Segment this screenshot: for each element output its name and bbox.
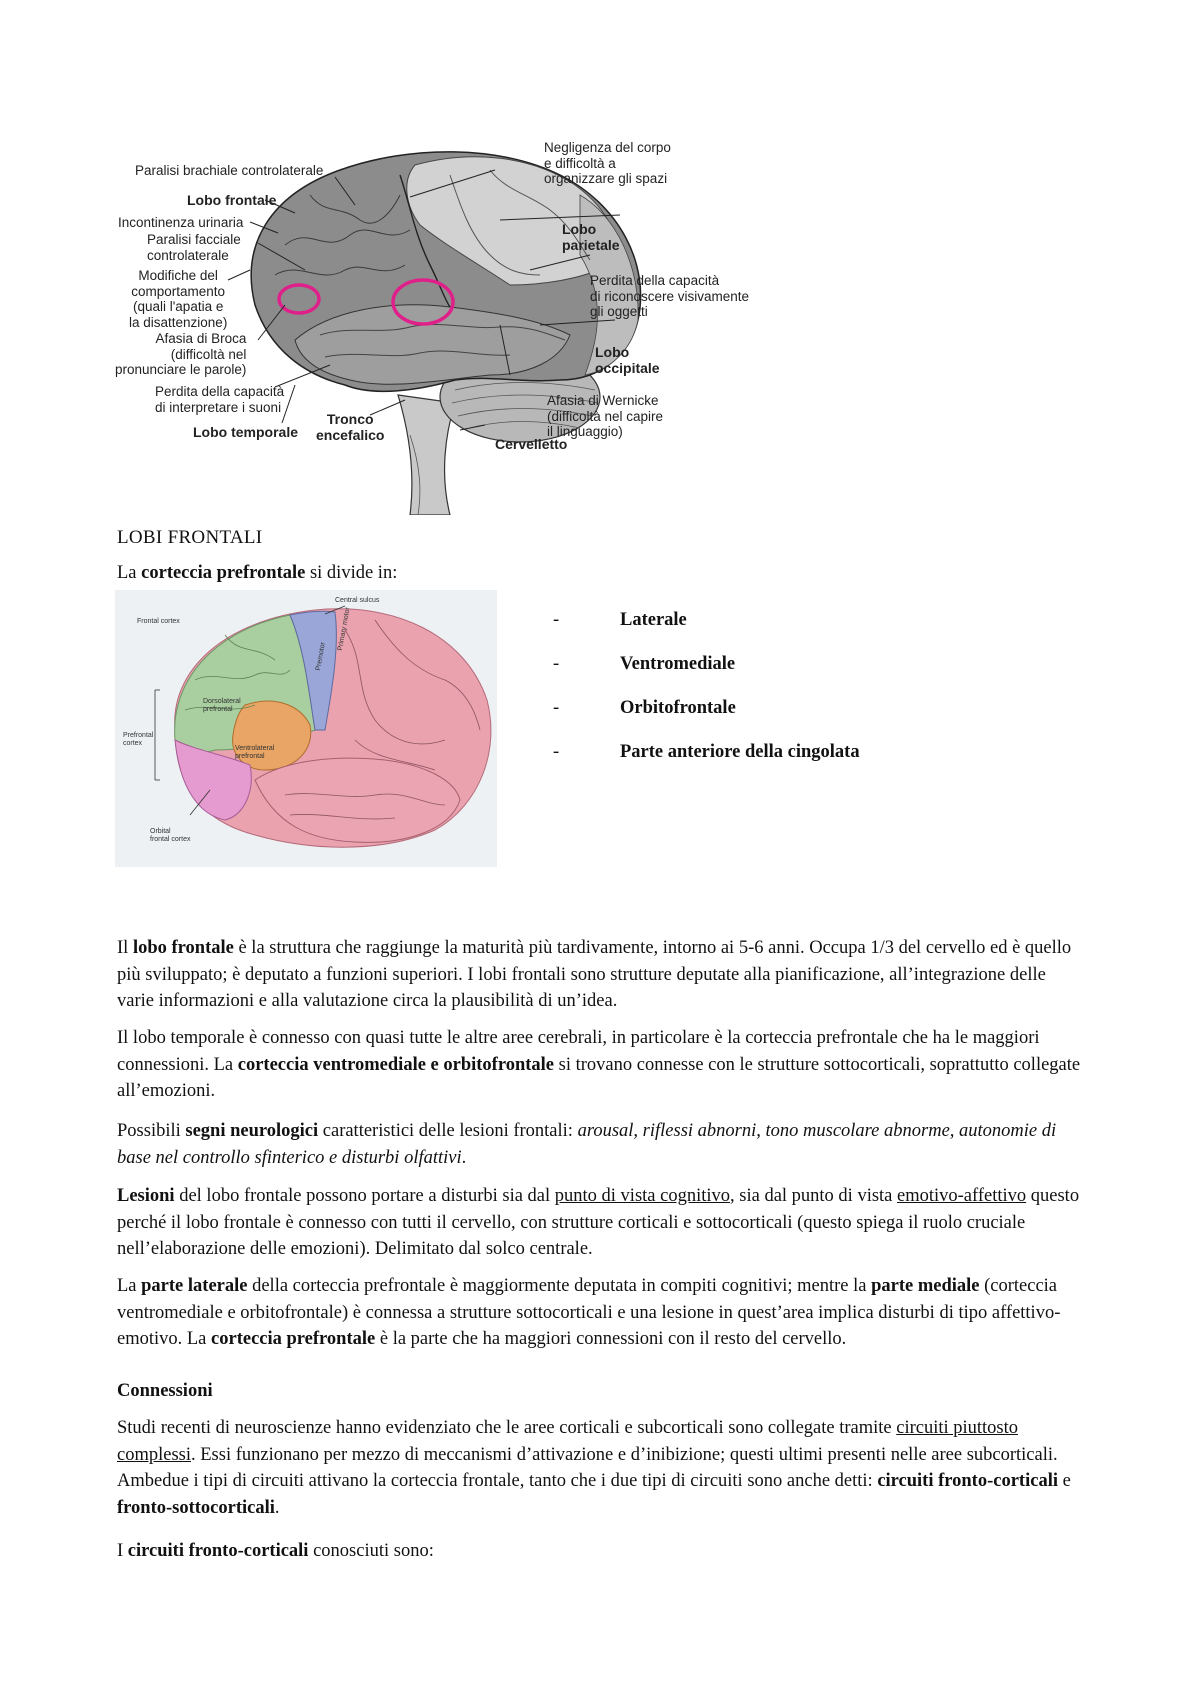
paragraph-lesioni: Lesioni del lobo frontale possono portar… xyxy=(117,1183,1087,1263)
p2-text: Il lobo temporale è connesso con quasi t… xyxy=(117,1028,1040,1075)
list-dash: - xyxy=(553,654,560,674)
p4-bold: Lesioni xyxy=(117,1186,175,1206)
p6-text: . xyxy=(274,1497,280,1518)
list-label: Orbitofrontale xyxy=(620,698,736,718)
p4-underline: emotivo-affettivo xyxy=(897,1186,1027,1206)
p1-text: è la struttura che raggiunge la maturità… xyxy=(117,938,1072,1011)
paragraph-segni-neurologici: Possibili segni neurologici caratteristi… xyxy=(117,1118,1087,1171)
brain-lesions-figure: Paralisi brachiale controlaterale Lobo f… xyxy=(110,135,790,515)
p7-text: I xyxy=(117,1541,128,1561)
p3-text: caratteristici delle lesioni frontali: xyxy=(318,1121,578,1141)
p5-bold: corteccia prefrontale xyxy=(211,1329,376,1349)
label-lobo-temporale: Lobo temporale xyxy=(193,424,299,440)
p6-bold: fronto-sottocorticali xyxy=(117,1497,275,1518)
brain-lateral-illustration xyxy=(227,151,642,515)
intro-line: La corteccia prefrontale si divide in: xyxy=(117,563,397,584)
p4-text: del lobo frontale possono portare a dist… xyxy=(174,1186,555,1206)
label-dorsolateral: Dorsolateral prefrontal xyxy=(203,698,241,713)
paragraph-lobo-frontale: Il lobo frontale è la struttura che ragg… xyxy=(117,935,1087,1015)
p1-text: Il xyxy=(117,938,133,958)
p6-underline: circuiti piuttosto complessi xyxy=(117,1418,1019,1465)
label-ventrolateral: Ventrolateral prefrontal xyxy=(235,745,275,760)
p6-bold: circuiti fronto-corticali xyxy=(877,1471,1058,1491)
paragraph-connessioni: Studi recenti di neuroscienze hanno evid… xyxy=(117,1415,1087,1521)
paragraph-lobo-temporale: Il lobo temporale è connesso con quasi t… xyxy=(117,1025,1087,1105)
p3-text: . xyxy=(461,1147,467,1168)
p2-bold: corteccia ventromediale e orbitofrontale xyxy=(237,1054,555,1075)
p6-text: e xyxy=(1057,1471,1071,1491)
label-perdita-suoni: Perdita della capacità di interpretare i… xyxy=(155,384,285,415)
p7-bold: circuiti fronto-corticali xyxy=(127,1541,309,1561)
label-afasia-broca: Afasia di Broca (difficoltà nel pronunci… xyxy=(115,331,247,377)
label-afasia-wernicke: Afasia di Wernicke (difficoltà nel capir… xyxy=(547,393,664,439)
p4-text: questo perché il lobo frontale è conness… xyxy=(117,1186,1080,1259)
p5-text: della corteccia prefrontale è maggiormen… xyxy=(247,1276,872,1296)
label-lobo-occipitale: Lobo occipitale xyxy=(595,344,660,376)
label-incontinenza: Incontinenza urinaria xyxy=(118,215,244,230)
label-central-sulcus: Central sulcus xyxy=(335,597,380,604)
paragraph-circuiti: I circuiti fronto-corticali conosciuti s… xyxy=(117,1538,1087,1565)
prefrontal-cortex-figure: Central sulcus Frontal cortex Dorsolater… xyxy=(115,590,497,867)
label-paralisi-brachiale: Paralisi brachiale controlaterale xyxy=(135,163,324,178)
intro-post: si divide in: xyxy=(305,563,398,583)
label-lobo-frontale: Lobo frontale xyxy=(187,192,277,208)
p6-text: . Essi funzionano per mezzo di meccanism… xyxy=(117,1444,1058,1492)
p7-text: conosciuti sono: xyxy=(308,1541,434,1561)
section-heading: LOBI FRONTALI xyxy=(117,527,263,548)
p3-text: Possibili xyxy=(117,1121,186,1141)
label-modifiche-comportamento: Modifiche del comportamento (quali l'apa… xyxy=(129,268,228,330)
prefrontal-brain-illustration xyxy=(154,605,492,848)
intro-pre: La xyxy=(117,563,142,583)
label-negligenza: Negligenza del corpo e difficoltà a orga… xyxy=(544,140,671,186)
p6-text: Studi recenti di neuroscienze hanno evid… xyxy=(117,1418,897,1438)
label-paralisi-facciale: Paralisi facciale controlaterale xyxy=(147,232,241,263)
p5-bold: parte mediale xyxy=(871,1276,980,1296)
label-frontal-cortex: Frontal cortex xyxy=(137,618,180,625)
p5-text: La xyxy=(117,1276,142,1296)
p4-underline: punto di vista cognitivo xyxy=(554,1186,731,1206)
list-dash: - xyxy=(553,610,560,630)
paragraph-parte-laterale: La parte laterale della corteccia prefro… xyxy=(117,1273,1087,1353)
list-dash: - xyxy=(553,742,560,762)
subheading-connessioni: Connessioni xyxy=(117,1381,213,1401)
p3-italic: arousal, riflessi abnorni, tono muscolar… xyxy=(117,1121,1057,1168)
list-label: Ventromediale xyxy=(620,654,736,674)
list-label: Parte anteriore della cingolata xyxy=(620,742,860,762)
list-label: Laterale xyxy=(620,610,687,630)
label-perdita-oggetti: Perdita della capacità di riconoscere vi… xyxy=(590,273,750,319)
p2-text: si trovano connesse con le strutture sot… xyxy=(117,1054,1081,1102)
label-orbital: Orbital frontal cortex xyxy=(150,828,191,843)
p5-text: è la parte che ha maggiori connessioni c… xyxy=(375,1329,847,1349)
label-prefrontal-cortex: Prefrontal cortex xyxy=(123,732,154,747)
p4-text: , sia dal punto di vista xyxy=(730,1186,898,1206)
label-cervelletto: Cervelletto xyxy=(495,436,568,452)
p5-bold: parte laterale xyxy=(141,1276,248,1296)
intro-bold: corteccia prefrontale xyxy=(141,563,306,583)
p1-bold: lobo frontale xyxy=(132,938,234,958)
label-lobo-parietale: Lobo parietale xyxy=(562,221,620,253)
list-dash: - xyxy=(553,698,560,718)
p5-text: (corteccia ventromediale e orbitofrontal… xyxy=(117,1276,1061,1349)
p3-bold: segni neurologici xyxy=(185,1121,319,1141)
label-tronco-encefalico: Tronco encefalico xyxy=(316,411,385,443)
